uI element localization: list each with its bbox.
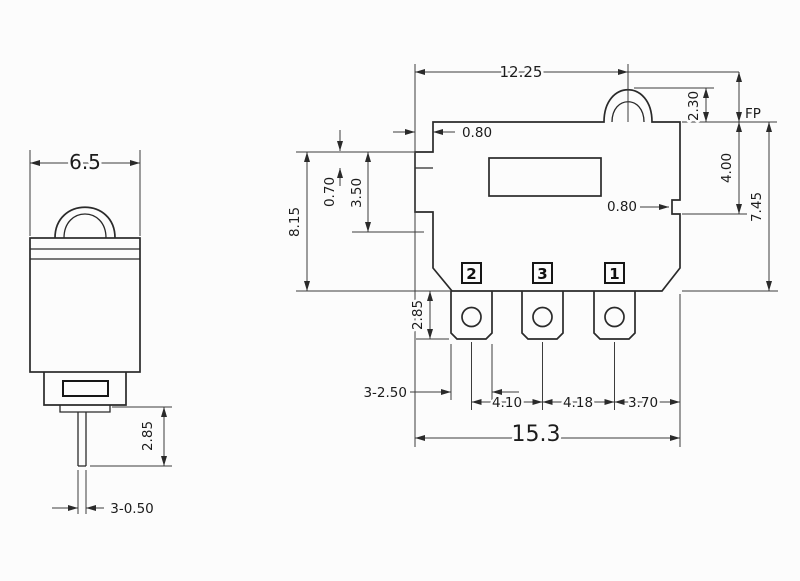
- lower-flange: [43, 372, 127, 406]
- plunger-dome-outer: [54, 206, 116, 239]
- dim-side-width: 6.5: [29, 148, 141, 236]
- side-view: 6.5 2.85 3-0.50: [29, 148, 172, 520]
- plunger-dome-inner: [63, 213, 107, 239]
- dim-label: 0.80: [607, 199, 637, 215]
- dim-label: 12.25: [500, 63, 543, 81]
- switch-body-side: [29, 237, 141, 373]
- dim-label: 7.45: [749, 192, 765, 222]
- terminal-tab: [593, 291, 636, 340]
- switch-body-front: [414, 88, 681, 292]
- terminal-number-label: 3: [537, 265, 547, 283]
- dim-left-step: 0.70: [320, 130, 343, 210]
- dim-fp-depth: 4.00: [682, 122, 747, 215]
- dim-label: 3-2.50: [363, 385, 407, 401]
- fp-label: FP: [745, 106, 761, 122]
- dim-label: 2.30: [686, 91, 702, 121]
- dim-label: 8.15: [287, 207, 303, 237]
- terminal-number-3: 3: [532, 262, 553, 284]
- dim-notch: 0.80: [604, 197, 669, 218]
- dim-top-step: 0.80: [393, 123, 495, 144]
- dim-side-pin-length: 2.85: [90, 406, 172, 467]
- dim-label: 15.3: [512, 422, 561, 447]
- dim-label: 4.18: [563, 395, 593, 411]
- terminal-number-box: [604, 262, 625, 284]
- dim-top-width: 12.25: [415, 61, 739, 122]
- dim-terminal-pitch: 4.10 4.18 3.70: [471, 342, 680, 414]
- terminal-tab: [450, 291, 493, 340]
- dim-label: 4.00: [719, 153, 735, 183]
- label-recess: [488, 157, 602, 197]
- pin-collar: [59, 405, 111, 413]
- dim-label: 2.85: [140, 421, 156, 451]
- dim-label: 6.5: [69, 150, 101, 174]
- dim-dome-height: 2.30: [634, 87, 714, 124]
- front-view: 2 3 1 12.25 FP 2.30: [285, 61, 778, 450]
- terminal-number-2: 2: [461, 262, 482, 284]
- dim-total-width: 15.3: [415, 420, 680, 450]
- terminal-number-1: 1: [604, 262, 625, 284]
- dim-right-height: 7.45: [682, 122, 778, 292]
- terminal-hole: [532, 306, 553, 328]
- terminal-number-box: [461, 262, 482, 284]
- dim-label: 2.85: [410, 300, 426, 330]
- dim-label: 3.50: [349, 178, 365, 208]
- terminal-tab: [521, 291, 564, 340]
- dim-label: 4.10: [492, 395, 522, 411]
- terminal-hole: [604, 306, 625, 328]
- dim-side-pin-size: 3-0.50: [52, 470, 156, 520]
- dim-left-upper: 3.50: [347, 152, 424, 233]
- dim-label: 0.80: [462, 125, 492, 141]
- terminal-number-label: 1: [609, 265, 619, 283]
- dim-label: 3-0.50: [110, 501, 154, 517]
- terminal-hole: [461, 306, 482, 328]
- terminal-number-box: [532, 262, 553, 284]
- terminal-number-label: 2: [466, 265, 476, 283]
- fp-marker: FP: [736, 72, 763, 125]
- dim-label: 0.70: [322, 177, 338, 207]
- dim-label: 3.70: [628, 395, 658, 411]
- dim-terminal-width: 3-2.50: [361, 344, 519, 404]
- dim-left-height: 8.15: [285, 151, 414, 291]
- mounting-slot: [62, 380, 109, 397]
- dim-terminal-height: 2.85: [408, 291, 449, 340]
